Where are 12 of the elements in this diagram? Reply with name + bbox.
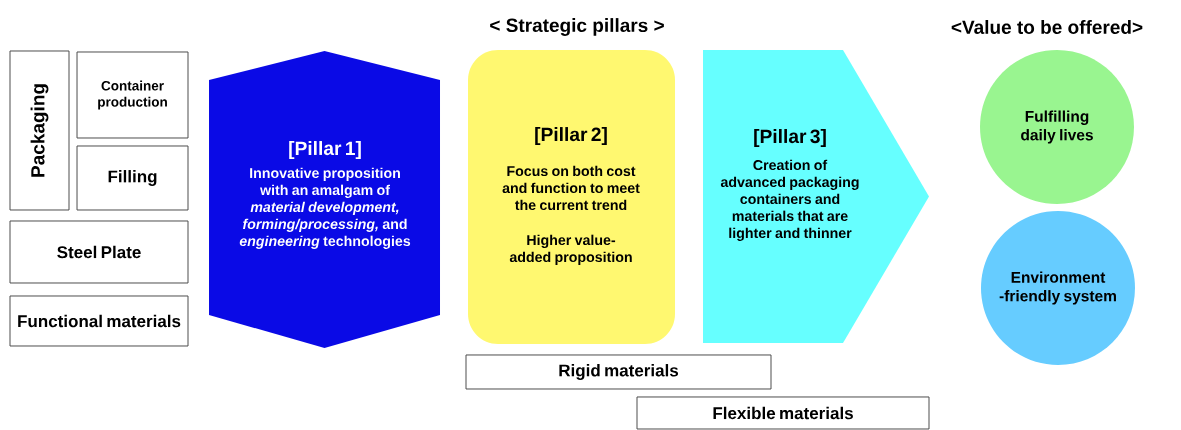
side-box: Packaging (9, 50, 70, 211)
process-box: Steel Plate (9, 220, 189, 284)
material-bar: Flexible materials (636, 396, 930, 430)
process-box: Filling (76, 145, 189, 211)
material-bar: Rigid materials (465, 354, 772, 390)
heading: <Value to be offered> (951, 20, 1143, 34)
pillar-hexagon: [Pillar 1] Innovative proposition with an amalgam of material development, forming/processing, and engineering technologies (209, 51, 440, 348)
heading: < Strategic pillars > (490, 18, 664, 36)
pillar-rounded-box: [Pillar 2] Focus on both cost and function to meet the current trend Higher value-added proposition (468, 50, 675, 344)
process-box: Container production (76, 51, 189, 139)
process-box: Functional materials (9, 295, 189, 347)
pillar-chevron: [Pillar 3] Creation of advanced packaging containers and materials that are lighter and thinner (703, 50, 929, 343)
